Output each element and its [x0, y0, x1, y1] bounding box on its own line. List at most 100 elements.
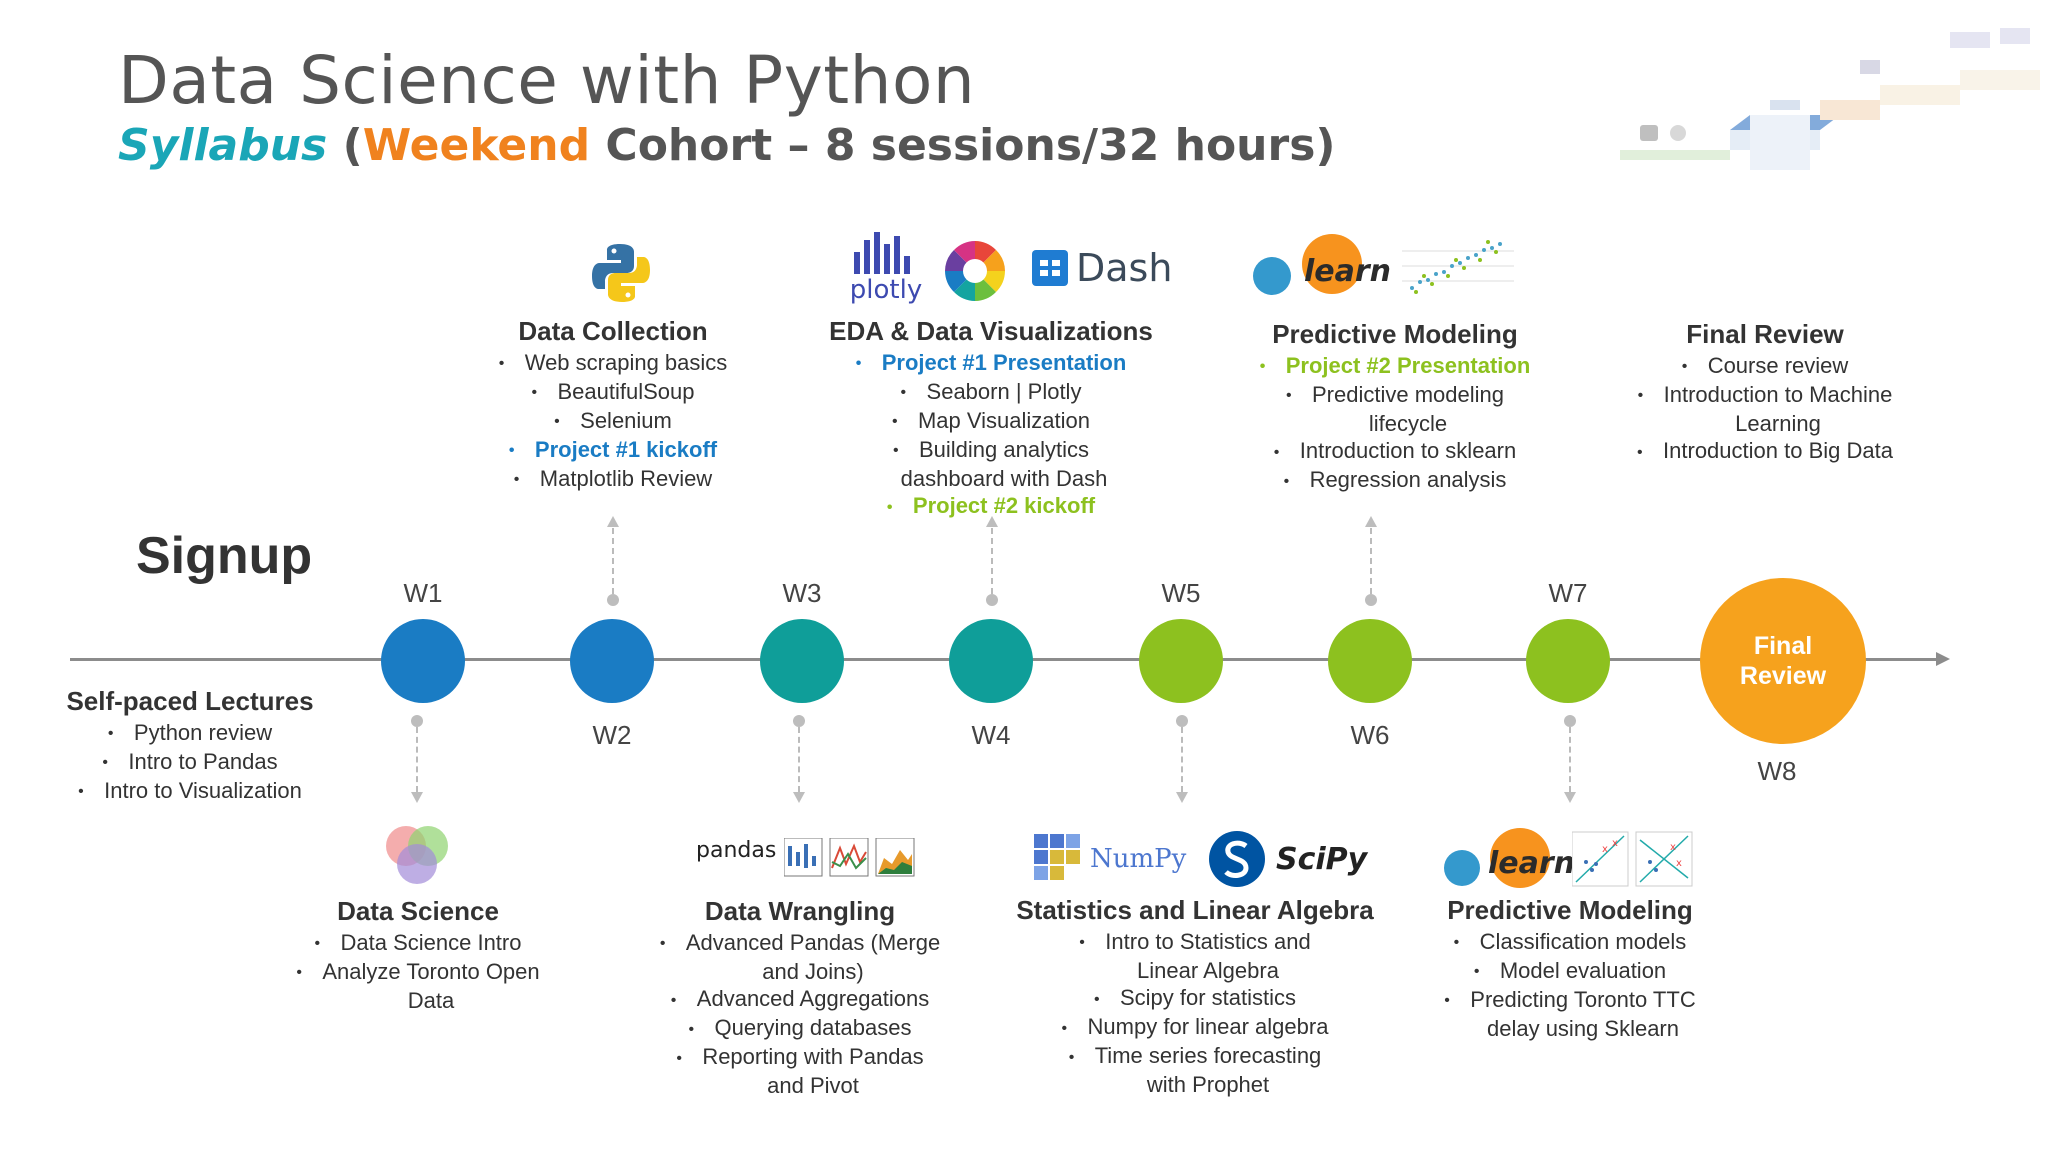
data-collection-title: Data Collection [518, 316, 708, 346]
final-review-title: Final Review [1686, 319, 1844, 349]
final-review-item: •Introduction to Big Data [1637, 438, 1893, 464]
week-node-w5 [1139, 619, 1223, 703]
statistics-item: •Numpy for linear algebra [1061, 1014, 1329, 1040]
sklearn-logo-icon-bottom: learn [1442, 826, 1575, 892]
connector-arrow-w5 [1176, 792, 1188, 803]
statistics-title: Statistics and Linear Algebra [1016, 895, 1374, 925]
connector-arrow-w1 [411, 792, 423, 803]
week-node-w4 [949, 619, 1033, 703]
data-collection-block: Data Collection •Web scraping basics •Be… [468, 316, 758, 494]
python-logo-icon [592, 244, 650, 302]
self-paced-item: •Python review [107, 720, 273, 745]
eda-item: •Building analytics [893, 436, 1089, 462]
week-node-w6 [1328, 619, 1412, 703]
data-wrangling-title: Data Wrangling [704, 896, 896, 926]
dash-wordmark: Dash [1076, 246, 1173, 290]
connector-dot-w2 [607, 594, 619, 606]
scipy-wordmark: SciPy [1276, 842, 1368, 877]
week-label-w5: W5 [1161, 578, 1201, 608]
predictive-top-item: •Introduction to sklearn [1273, 438, 1517, 464]
pandas-wordmark: pandas [696, 838, 777, 863]
connector-line-w1 [416, 727, 418, 792]
data-wrangling-item: •Advanced Pandas (Merge [659, 930, 941, 955]
final-review-block: Final Review •Course review •Introductio… [1620, 319, 1910, 466]
predictive-bottom-item: delay using Sklearn [1486, 1015, 1679, 1041]
connector-dot-w5 [1176, 715, 1188, 727]
sklearn-wordmark-top: learn [1304, 254, 1392, 289]
connector-arrow-w2 [607, 516, 619, 527]
final-node-line2: Review [1739, 662, 1827, 690]
week-label-w2: W2 [592, 720, 632, 750]
connector-arrow-w4 [986, 516, 998, 527]
statistics-item: Linear Algebra [1137, 957, 1279, 983]
statistics-item: •Time series forecasting [1068, 1043, 1322, 1069]
connector-arrow-w3 [793, 792, 805, 803]
connector-dot-w1 [411, 715, 423, 727]
predictive-top-title: Predictive Modeling [1272, 319, 1518, 349]
plotly-logo-icon: plotly [848, 230, 924, 310]
predictive-bottom-block: Predictive Modeling •Classification mode… [1420, 895, 1720, 1042]
statistics-item: with Prophet [1146, 1072, 1270, 1098]
week-label-w8: W8 [1757, 756, 1797, 786]
subtitle-open: ( [327, 120, 363, 171]
connector-dot-w4 [986, 594, 998, 606]
data-collection-item: •BeautifulSoup [531, 378, 695, 404]
numpy-logo-icon: NumPy [1032, 830, 1186, 886]
eda-item: •Seaborn | Plotly [900, 378, 1082, 404]
page-subtitle: Syllabus (Weekend Cohort – 8 sessions/32… [118, 120, 1336, 171]
statistics-item: •Scipy for statistics [1093, 985, 1297, 1011]
final-review-item: •Introduction to Machine [1637, 381, 1893, 407]
eda-item: •Map Visualization [891, 407, 1091, 433]
predictive-top-item: •Predictive modeling [1286, 381, 1504, 407]
week-label-w6: W6 [1350, 720, 1390, 750]
week-node-w1 [381, 619, 465, 703]
data-collection-item: •Matplotlib Review [513, 465, 713, 491]
final-review-item: •Course review [1681, 353, 1849, 378]
subtitle-rest: Cohort – 8 sessions/32 hours) [590, 120, 1336, 171]
statistics-block: Statistics and Linear Algebra •Intro to … [1000, 895, 1390, 1099]
data-collection-item: •Web scraping basics [498, 350, 728, 375]
sklearn-logo-icon-top: learn [1252, 232, 1391, 300]
connector-line-w7 [1569, 727, 1571, 792]
data-science-item: •Data Science Intro [314, 930, 522, 955]
eda-item-project-presentation: •Project #1 Presentation [855, 350, 1127, 375]
self-paced-block: Self-paced Lectures •Python review •Intr… [50, 686, 330, 806]
connector-dot-w6 [1365, 594, 1377, 606]
data-wrangling-block: Data Wrangling •Advanced Pandas (Merge a… [630, 896, 970, 1100]
pandas-charts-icon: pandas [694, 834, 915, 882]
data-wrangling-item: •Advanced Aggregations [670, 986, 930, 1012]
statistics-item: •Intro to Statistics and [1079, 929, 1311, 954]
predictive-top-item-project-presentation: •Project #2 Presentation [1259, 353, 1531, 378]
connector-arrow-w6 [1365, 516, 1377, 527]
week-label-w3: W3 [782, 578, 822, 608]
week-node-w7 [1526, 619, 1610, 703]
svg-text:x: x [1612, 838, 1618, 849]
roadmap-thumbnail-graphic [1620, 28, 2040, 170]
data-collection-item-project-kickoff: •Project #1 kickoff [508, 436, 718, 462]
self-paced-item: •Intro to Pandas [102, 748, 278, 774]
eda-block: EDA & Data Visualizations •Project #1 Pr… [816, 316, 1166, 521]
eda-item: dashboard with Dash [900, 465, 1108, 491]
final-node-line1: Final [1753, 632, 1813, 660]
week-node-w2 [570, 619, 654, 703]
self-paced-item: •Intro to Visualization [78, 777, 302, 803]
connector-line-w2 [612, 528, 614, 594]
data-wrangling-item: •Reporting with Pandas [676, 1044, 924, 1070]
connector-dot-w7 [1564, 715, 1576, 727]
data-science-item: Data [407, 987, 455, 1013]
connector-dot-w3 [793, 715, 805, 727]
data-science-block: Data Science •Data Science Intro •Analyz… [258, 896, 578, 1014]
signup-label: Signup [136, 527, 313, 585]
self-paced-title: Self-paced Lectures [66, 686, 314, 716]
data-wrangling-item: and Joins) [762, 958, 864, 984]
predictive-bottom-item: •Model evaluation [1473, 957, 1667, 983]
dash-logo-icon: Dash [1032, 246, 1172, 290]
week-label-w4: W4 [971, 720, 1011, 750]
venn-diagram-icon [386, 826, 448, 884]
connector-arrow-w7 [1564, 792, 1576, 803]
week-label-w7: W7 [1548, 578, 1588, 608]
week-node-w3 [760, 619, 844, 703]
connector-line-w3 [798, 727, 800, 792]
subtitle-weekend: Weekend [362, 120, 591, 171]
page-title: Data Science with Python [118, 42, 976, 119]
